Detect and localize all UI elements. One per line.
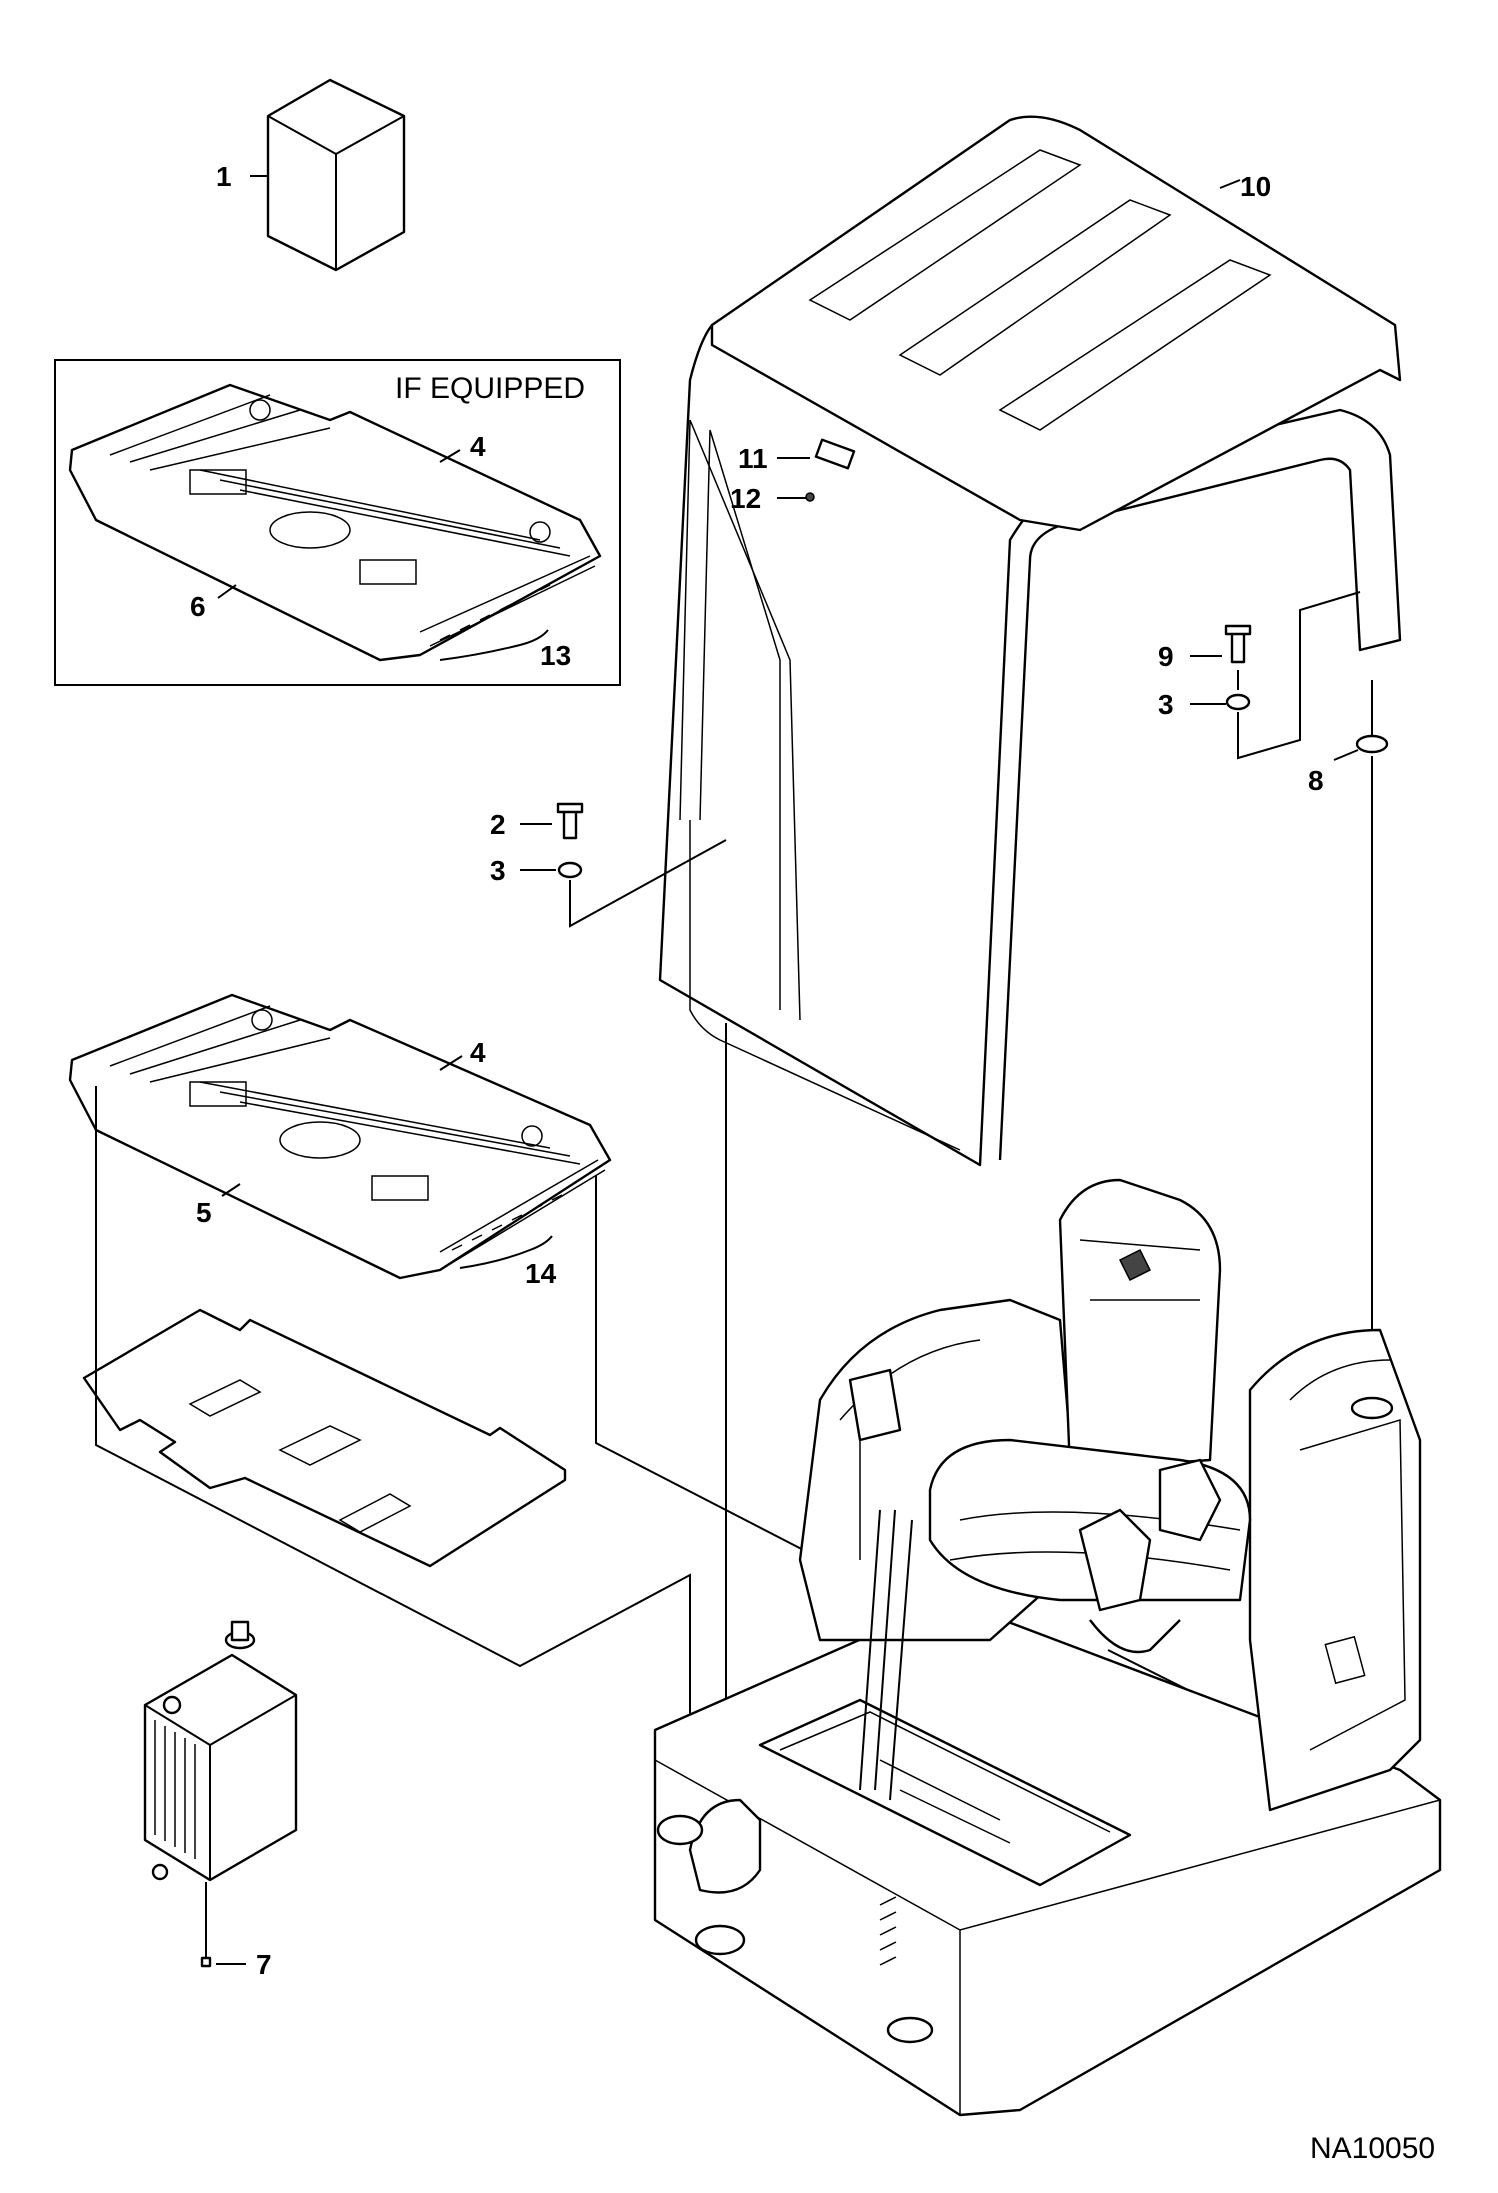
- leader-4-inset: [439, 449, 461, 463]
- callout-3-front: 3: [490, 855, 506, 886]
- callout-12: 12: [730, 483, 761, 514]
- floor-pan: [68, 993, 612, 1280]
- leader-4: [439, 1055, 463, 1071]
- leader-5: [221, 1183, 241, 1197]
- callout-11: 11: [738, 443, 768, 474]
- callout-14: 14: [525, 1258, 557, 1289]
- leader-10: [1219, 179, 1241, 189]
- radiator: [143, 1620, 298, 1968]
- front-bolt-stack: [556, 802, 727, 928]
- callout-3-rear: 3: [1158, 689, 1174, 720]
- callout-10: 10: [1240, 171, 1271, 202]
- callout-4: 4: [470, 1037, 486, 1068]
- callout-8: 8: [1308, 765, 1324, 796]
- callout-9: 9: [1158, 641, 1174, 672]
- canopy: [658, 115, 1402, 1167]
- machine-body: [653, 1178, 1442, 2117]
- callout-5: 5: [196, 1197, 212, 1228]
- callout-13: 13: [540, 640, 571, 671]
- figure-reference-id: NA10050: [1310, 2132, 1435, 2165]
- leader-6: [217, 584, 237, 599]
- rear-bolt-stack: [1224, 591, 1389, 760]
- inset-frame: [54, 359, 621, 686]
- floor-pan-inset: [68, 383, 602, 662]
- brace-13: [439, 629, 549, 661]
- callout-7: 7: [256, 1949, 272, 1980]
- leader-8: [1333, 749, 1359, 761]
- rivet-12: [805, 492, 815, 502]
- floor-mat: [82, 1308, 567, 1568]
- callout-4-inset: 4: [470, 431, 486, 462]
- kit-box: [266, 78, 406, 272]
- callout-6: 6: [190, 591, 206, 622]
- decal-11: [814, 438, 856, 470]
- callout-2: 2: [490, 809, 506, 840]
- callout-1: 1: [216, 161, 232, 192]
- brace-14: [459, 1235, 553, 1269]
- inset-note: IF EQUIPPED: [395, 372, 585, 405]
